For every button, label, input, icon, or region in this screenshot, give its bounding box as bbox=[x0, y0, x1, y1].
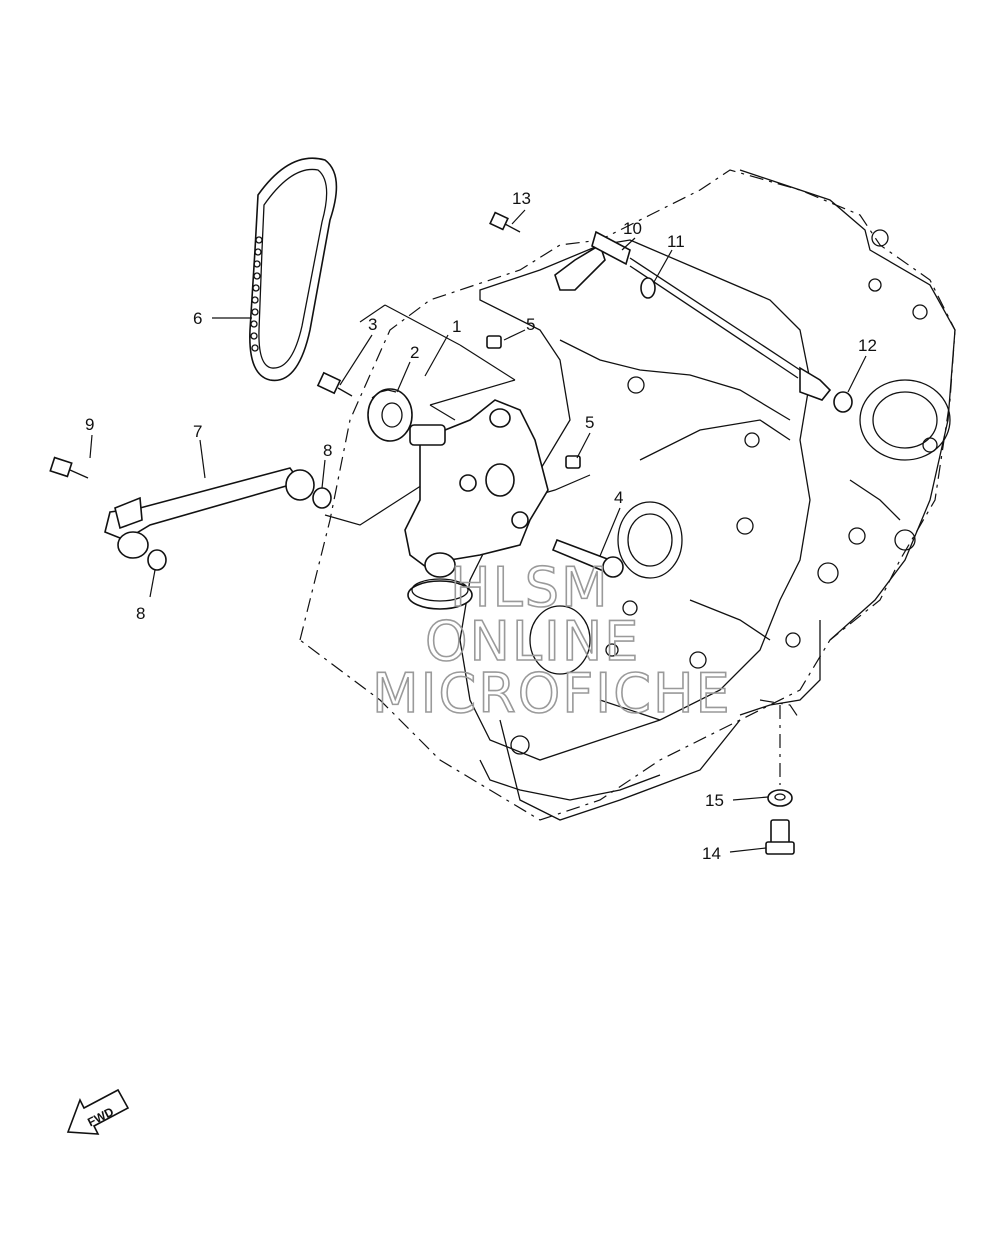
watermark-line-3: MICROFICHE bbox=[372, 662, 732, 725]
sprocket bbox=[367, 388, 413, 442]
o-rings bbox=[147, 487, 332, 571]
oil-strainer bbox=[407, 578, 473, 610]
callout-8b: 8 bbox=[136, 604, 145, 623]
callout-13: 13 bbox=[512, 189, 531, 208]
dowel-pins bbox=[486, 335, 581, 469]
callout-9: 9 bbox=[85, 415, 94, 434]
oil-pipe bbox=[104, 467, 315, 559]
callout-2: 2 bbox=[410, 343, 419, 362]
watermark-line-2: ONLINE bbox=[425, 610, 640, 673]
callout-12: 12 bbox=[858, 336, 877, 355]
callout-4: 4 bbox=[614, 488, 623, 507]
callout-8a: 8 bbox=[323, 441, 332, 460]
callout-5b: 5 bbox=[585, 413, 594, 432]
bolt-4 bbox=[551, 538, 624, 578]
watermark-line-1: HLSM bbox=[450, 556, 610, 619]
callout-3: 3 bbox=[368, 315, 377, 334]
leader-lines bbox=[89, 209, 867, 853]
oil-pump bbox=[404, 399, 549, 578]
crankcase bbox=[299, 169, 956, 821]
callout-6: 6 bbox=[193, 309, 202, 328]
bolt-9 bbox=[49, 456, 89, 479]
callout-7: 7 bbox=[193, 422, 202, 441]
callout-11: 11 bbox=[667, 232, 685, 251]
o-ring-12 bbox=[833, 391, 853, 413]
callout-14: 14 bbox=[702, 844, 721, 863]
watermark: HLSM ONLINE MICROFICHE bbox=[371, 555, 732, 726]
callouts: 1 2 3 4 5 5 6 7 8 8 9 10 11 12 13 14 15 bbox=[85, 189, 877, 863]
oil-rod bbox=[554, 230, 832, 401]
bolt-3 bbox=[316, 371, 353, 397]
chain-links bbox=[250, 236, 263, 352]
bolt-13 bbox=[489, 211, 521, 233]
drain-parts bbox=[765, 705, 795, 855]
callout-5a: 5 bbox=[526, 315, 535, 334]
oil-pump-chain bbox=[249, 157, 338, 382]
callout-15: 15 bbox=[705, 791, 724, 810]
fwd-arrow: FWD bbox=[66, 1088, 130, 1135]
callout-10: 10 bbox=[623, 219, 642, 238]
callout-1: 1 bbox=[452, 317, 461, 336]
